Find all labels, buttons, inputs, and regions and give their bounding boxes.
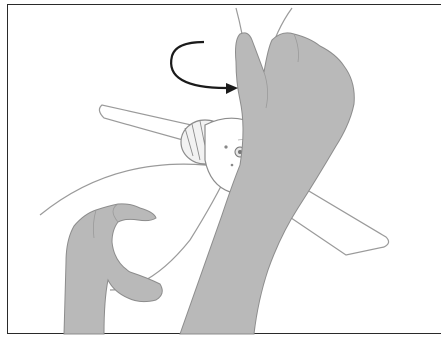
rotate-arrow-icon [171, 42, 238, 94]
